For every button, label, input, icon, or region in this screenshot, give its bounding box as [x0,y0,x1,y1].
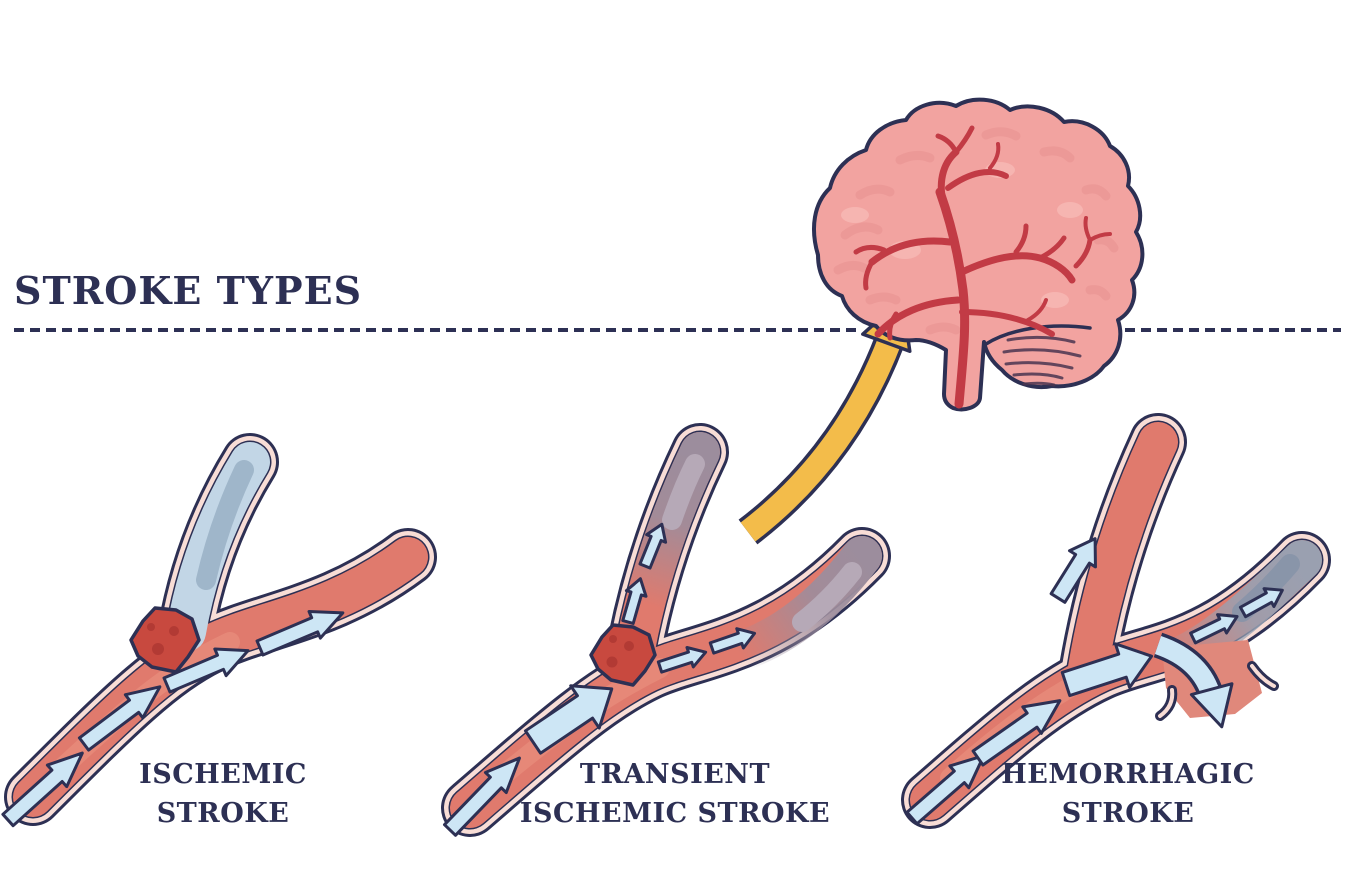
page-title: STROKE TYPES [14,268,363,313]
brain-silhouette [812,97,1145,412]
blood-clot [589,623,657,687]
vessel-ischemic-illustration [0,433,437,833]
label-line: ISCHEMIC [139,759,307,790]
label-line: HEMORRHAGIC [1001,759,1255,790]
label-line: STROKE [156,798,290,829]
cerebellum [984,324,1092,387]
brain-illustration [812,97,1145,412]
blood-clot [129,606,201,674]
vessel-transient-ischemic-illustration [438,423,891,842]
label-line: TRANSIENT [579,759,771,790]
vessel-hemorrhagic-illustration [901,413,1331,831]
brain-arteries [853,125,1112,409]
label-hemorrhagic-stroke: HEMORRHAGIC STROKE [948,755,1308,833]
label-line: STROKE [1061,798,1195,829]
brain-texture [833,127,1119,335]
label-line: ISCHEMIC STROKE [519,798,831,829]
label-ischemic-stroke: ISCHEMIC STROKE [43,755,403,833]
label-transient-ischemic-stroke: TRANSIENT ISCHEMIC STROKE [495,755,855,833]
leak-arrow [1153,632,1234,729]
